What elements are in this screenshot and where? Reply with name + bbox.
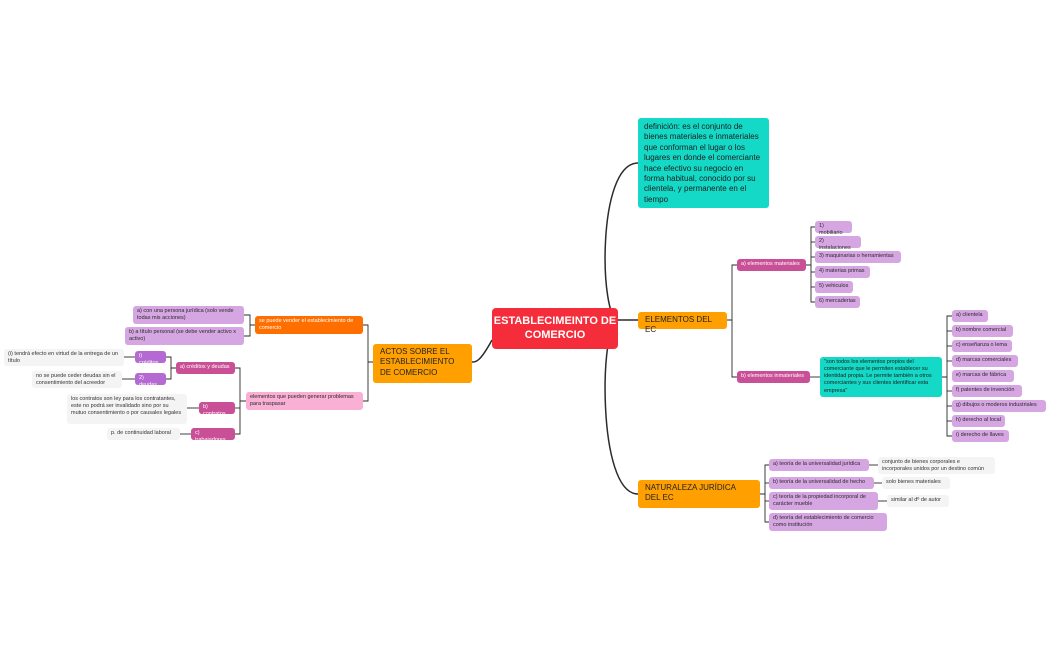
inmaterial-item-f[interactable]: f) patentes de invención	[952, 385, 1022, 397]
teoria-a-note[interactable]: conjunto de bienes corporales e incorpor…	[878, 457, 995, 474]
teoria-b-note[interactable]: solo bienes materiales	[882, 477, 950, 489]
inmateriales-definition-note[interactable]: "son todos los elementos propios del com…	[820, 357, 942, 397]
creditos-deudas-node[interactable]: a) créditos y deudas	[176, 362, 235, 374]
branch-naturaleza[interactable]: NATURALEZA JURÍDICA DEL EC	[638, 480, 760, 508]
material-item-5[interactable]: 5) vehiculos	[815, 281, 853, 293]
contratos-note[interactable]: los contratos son ley para los contratan…	[67, 394, 187, 424]
contratos-node[interactable]: b) contratos	[199, 402, 235, 417]
vender-option-a[interactable]: a) con una persona jurídica (solo vende …	[133, 306, 244, 324]
definition-node[interactable]: definición: es el conjunto de bienes mat…	[638, 118, 769, 208]
creditos-node[interactable]: i) créditos	[135, 351, 166, 366]
teoria-d-node[interactable]: d) teoría del establecimiento de comerci…	[769, 513, 887, 531]
teoria-c-node[interactable]: c) teoría de la propiedad incorporal de …	[769, 492, 878, 510]
trabajadores-note[interactable]: p. de continuidad laboral	[107, 428, 180, 440]
vender-option-b[interactable]: b) a título personal (se debe vender act…	[125, 327, 244, 345]
trabajadores-node[interactable]: c) trabajadores	[191, 428, 235, 443]
inmaterial-item-b[interactable]: b) nombre comercial	[952, 325, 1013, 337]
deudas-note[interactable]: no se puede ceder deudas sin el consenti…	[32, 371, 122, 388]
vender-node[interactable]: se puede vender el establecimiento de co…	[255, 316, 363, 334]
deudas-node[interactable]: 2) deudas	[135, 373, 166, 388]
teoria-c-note[interactable]: similar al dº de autor	[887, 495, 949, 507]
teoria-b-node[interactable]: b) teoría de la universalidad de hecho	[769, 477, 874, 489]
inmaterial-item-h[interactable]: h) derecho al local	[952, 415, 1005, 427]
branch-actos[interactable]: ACTOS SOBRE EL ESTABLECIMIENTO DE COMERC…	[373, 344, 472, 383]
material-item-3[interactable]: 3) maquinarias o herramientas	[815, 251, 901, 263]
inmaterial-item-e[interactable]: e) marcas de fábrica	[952, 370, 1014, 382]
teoria-a-node[interactable]: a) teoría de la universalidad jurídica	[769, 459, 869, 471]
inmaterial-item-g[interactable]: g) dibujos o moderos industriales	[952, 400, 1046, 412]
elementos-inmateriales-node[interactable]: b) elementos inmateriales	[737, 371, 810, 383]
material-item-6[interactable]: 6) mercaderias	[815, 296, 860, 308]
creditos-note[interactable]: (i) tendrá efecto en virtud de la entreg…	[4, 349, 124, 366]
material-item-4[interactable]: 4) materias primas	[815, 266, 870, 278]
material-item-1[interactable]: 1) mobiliario	[815, 221, 852, 236]
inmaterial-item-a[interactable]: a) clientela	[952, 310, 988, 322]
central-topic[interactable]: ESTABLECIMEINTO DE COMERCIO	[492, 308, 618, 349]
inmaterial-item-i[interactable]: i) derecho de llaves	[952, 430, 1009, 442]
elementos-materiales-node[interactable]: a) elementos materiales	[737, 259, 806, 271]
material-item-2[interactable]: 2) instalaciones	[815, 236, 861, 251]
branch-elementos[interactable]: ELEMENTOS DEL EC	[638, 312, 727, 334]
inmaterial-item-c[interactable]: c) enseñanza o lema	[952, 340, 1012, 352]
problemas-node[interactable]: elementos que pueden generar problemas p…	[246, 392, 363, 410]
inmaterial-item-d[interactable]: d) marcas comerciales	[952, 355, 1018, 367]
